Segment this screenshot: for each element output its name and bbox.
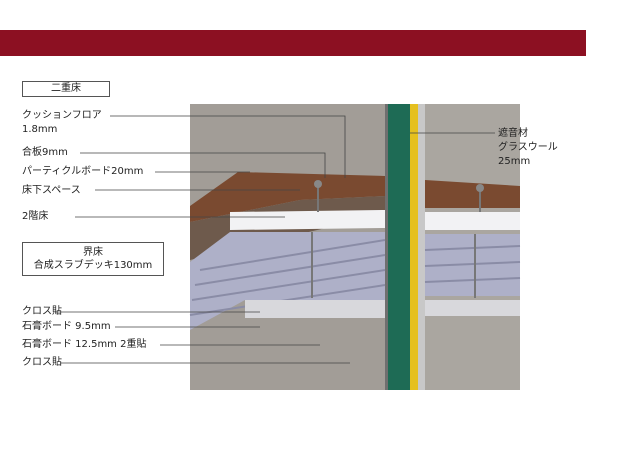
slab-top-left xyxy=(230,210,385,230)
label-insulation-2: グラスウール xyxy=(498,142,558,153)
label-insulation-1: 遮音材 xyxy=(498,128,528,139)
interfloor-title: 界床 xyxy=(83,247,103,258)
deck-left xyxy=(190,232,385,330)
label-particle-board: パーティクルボード20mm xyxy=(22,166,144,177)
label-cushion-floor-2: 1.8mm xyxy=(22,124,58,135)
interfloor-box: 界床 合成スラブデッキ130mm xyxy=(22,242,164,276)
leader-lines xyxy=(55,115,495,364)
label-cloth-lower: クロス貼 xyxy=(22,357,62,368)
interfloor-slab-spec: 合成スラブデッキ130mm xyxy=(33,260,153,271)
label-second-floor: 2階床 xyxy=(22,211,49,222)
double-floor-label: 二重床 xyxy=(51,83,81,94)
label-cushion-floor-1: クッションフロア xyxy=(22,110,102,121)
label-gypsum-125: 石膏ボード 12.5mm 2重貼 xyxy=(22,339,147,350)
floor-surface-left xyxy=(190,172,385,222)
floor-support-bolt-left xyxy=(314,180,322,188)
deck-ridges-right xyxy=(424,245,521,283)
double-floor-header-box: 二重床 xyxy=(22,81,110,97)
floor-surface-right xyxy=(425,180,520,208)
ceiling-board-left xyxy=(245,300,385,318)
ceiling-board-right xyxy=(425,300,520,316)
partition-outer xyxy=(418,104,425,390)
partition-stud-green xyxy=(388,104,410,390)
header-band xyxy=(0,30,586,56)
label-cloth-upper: クロス貼 xyxy=(22,306,62,317)
label-gypsum-95: 石膏ボード 9.5mm xyxy=(22,321,111,332)
label-plywood: 合板9mm xyxy=(22,147,68,158)
floor-support-bolt-right xyxy=(476,184,484,192)
insulation-strip xyxy=(410,104,418,390)
slab-top-right xyxy=(425,212,520,230)
label-underfloor-space: 床下スペース xyxy=(22,185,81,196)
ceiling-hangers xyxy=(311,186,481,298)
label-insulation-3: 25mm xyxy=(498,156,531,167)
partition-stud-edge xyxy=(385,104,388,390)
